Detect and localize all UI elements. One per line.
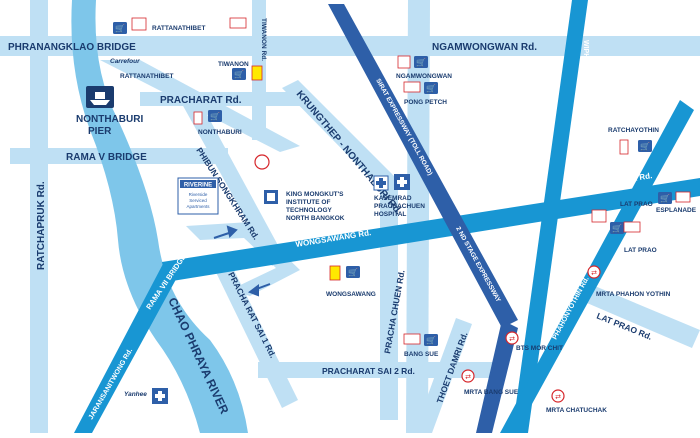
rama7-jaransanitwong-road: [74, 262, 180, 433]
train-icons: ⇄ ⇄ ⇄ ⇄: [461, 265, 601, 403]
loop-road: [186, 222, 300, 296]
cross-icons: [152, 174, 410, 404]
svg-text:🛒: 🛒: [115, 23, 125, 33]
svg-text:🛒: 🛒: [640, 141, 650, 151]
chao-phraya-river: [71, 0, 248, 433]
label-jaransanitwong: JARANSANITWONG Rd.: [88, 347, 135, 421]
label-mrta-phahon: MRTA PHAHON YOTHIN: [596, 291, 671, 298]
label-ratchapruk: RATCHAPRUK Rd.: [36, 181, 47, 270]
label-wongsawang: WONGSAWANG: [326, 291, 376, 298]
phibun-songkhram-road: [182, 98, 286, 266]
direction-arrows: [213, 225, 271, 297]
svg-text:🛒: 🛒: [234, 69, 244, 79]
makro-icons: 🛒 🛒 🛒 🛒 🛒 🛒 🛒 🛒 🛒 🛒: [113, 22, 672, 346]
label-tiwanon-rd: TIWANON Rd.: [260, 18, 267, 61]
lat-prao-road: [580, 284, 700, 348]
label-tiwanon: TIWANON: [218, 61, 249, 68]
label-lat-prao2: LAT PRAO: [624, 247, 657, 254]
thoet-damri-road: [414, 318, 472, 433]
label-bts-morchit: BTS MOR CHIT: [516, 345, 563, 352]
ratchapruk-road: [30, 0, 48, 433]
svg-text:⇄: ⇄: [509, 336, 515, 343]
pracharat-sai1-road: [210, 254, 298, 408]
label-ngamwongwan-rd: NGAMWONGWAN Rd.: [432, 42, 537, 53]
phranangklao-bridge-road: [0, 36, 700, 56]
svg-text:Apartments: Apartments: [186, 204, 210, 209]
krungthep-nonthaburi-road: [282, 80, 398, 420]
label-carrefour: Carrefour: [110, 58, 140, 65]
label-wiphawadi: WIPHAWADI RANGSIT Rd.: [582, 40, 589, 128]
svg-text:🛒: 🛒: [660, 193, 670, 203]
boat-icon: [86, 86, 114, 108]
brand-marks: [131, 17, 691, 345]
second-stage-expressway: [476, 320, 518, 433]
ngamwongwan-connector: [100, 60, 300, 152]
svg-text:RIVERINE: RIVERINE: [184, 183, 212, 189]
svg-text:⇄: ⇄: [591, 270, 597, 277]
label-mrta-bangsue: MRTA BANG SUE: [464, 389, 519, 396]
label-phranangklao: PHRANANGKLAO BRIDGE: [8, 42, 136, 53]
svg-text:Riverside: Riverside: [189, 192, 208, 197]
label-pracharat-sai2: PRACHARAT SAI 2 Rd.: [322, 366, 415, 376]
label-pracharat: PRACHARAT Rd.: [160, 95, 242, 106]
label-lat-prao1: LAT PRAO: [620, 201, 653, 208]
sirat-expressway: [328, 4, 518, 328]
label-rama5: RAMA V BRIDGE: [66, 152, 147, 163]
label-mrta-chatuchak: MRTA CHATUCHAK: [546, 407, 607, 414]
svg-text:🛒: 🛒: [426, 335, 436, 345]
svg-text:Serviced: Serviced: [189, 198, 207, 203]
svg-text:🛒: 🛒: [210, 111, 220, 121]
riverine-logo: RIVERINE Riverside Serviced Apartments: [177, 177, 219, 215]
label-nonthaburi: NONTHABURI: [198, 129, 242, 136]
label-esplanade: ESPLANADE: [656, 207, 697, 214]
label-rattanathibet-top: RATTANATHIBET: [152, 25, 205, 32]
label-rattanathibet: RATTANATHIBET: [120, 73, 173, 80]
label-ngamwongwan: NGAMWONGWAN: [396, 73, 452, 80]
label-ratchayothin: RATCHAYOTHIN: [608, 127, 659, 134]
svg-text:🛒: 🛒: [416, 57, 426, 67]
prachachuen-road: [406, 0, 430, 433]
wongsawang-ratchadaphisek-road: [162, 178, 700, 282]
svg-text:🛒: 🛒: [426, 83, 436, 93]
svg-text:⇄: ⇄: [465, 374, 471, 381]
svg-text:🛒: 🛒: [612, 223, 622, 233]
svg-text:⇄: ⇄: [555, 394, 561, 401]
label-yanhee: Yanhee: [124, 391, 147, 398]
svg-text:🛒: 🛒: [348, 267, 358, 277]
label-bang-sue: BANG SUE: [404, 351, 439, 358]
label-second-stage: 2 ND STAGE EXPRESSWAY: [454, 226, 502, 305]
label-pong-petch: PONG PETCH: [404, 99, 447, 106]
